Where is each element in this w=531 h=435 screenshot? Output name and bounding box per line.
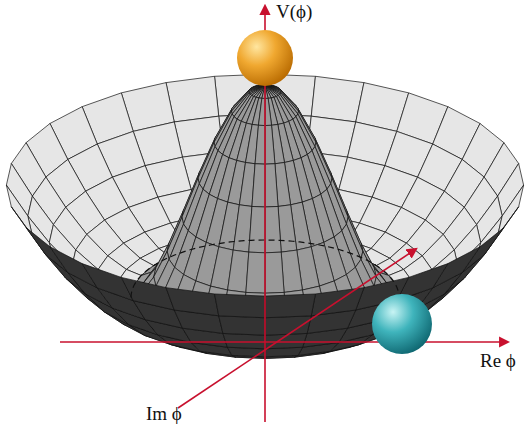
surface-patch xyxy=(249,206,265,252)
surface-patch xyxy=(26,228,68,273)
surface-patch xyxy=(265,294,315,318)
surface-patch xyxy=(255,125,265,164)
surface-patch xyxy=(498,185,524,236)
surface-patch xyxy=(258,98,265,125)
surface-patch xyxy=(265,86,274,98)
axis-label: Re ϕ xyxy=(480,351,516,372)
surface-patch xyxy=(256,86,265,98)
surface-patch xyxy=(265,252,284,293)
surface-patch xyxy=(462,228,504,273)
surface-patch xyxy=(281,250,302,292)
axis-label: V(ϕ) xyxy=(276,2,312,23)
surface-patch xyxy=(265,98,272,125)
stable-ball xyxy=(372,294,432,354)
surface-patch xyxy=(215,294,265,318)
surface-patch xyxy=(252,164,265,207)
axis-label: Im ϕ xyxy=(146,404,182,425)
surface-patch xyxy=(228,250,249,292)
surface-patch xyxy=(223,333,265,348)
surface-patch xyxy=(311,76,364,122)
surface-patch xyxy=(246,252,265,293)
surface-patch xyxy=(259,86,265,99)
surface-patch xyxy=(265,164,278,207)
surface-patch xyxy=(265,316,311,335)
surface-patch xyxy=(219,316,265,335)
surface-patch xyxy=(166,76,219,122)
re-axis xyxy=(60,341,508,343)
surface-patch xyxy=(6,185,32,236)
surface-patch xyxy=(265,86,271,99)
unstable-ball xyxy=(237,30,293,86)
surface-patch xyxy=(265,125,275,164)
surface-patch xyxy=(121,277,174,310)
surface-patch xyxy=(166,288,219,316)
surface-patch xyxy=(265,206,281,252)
